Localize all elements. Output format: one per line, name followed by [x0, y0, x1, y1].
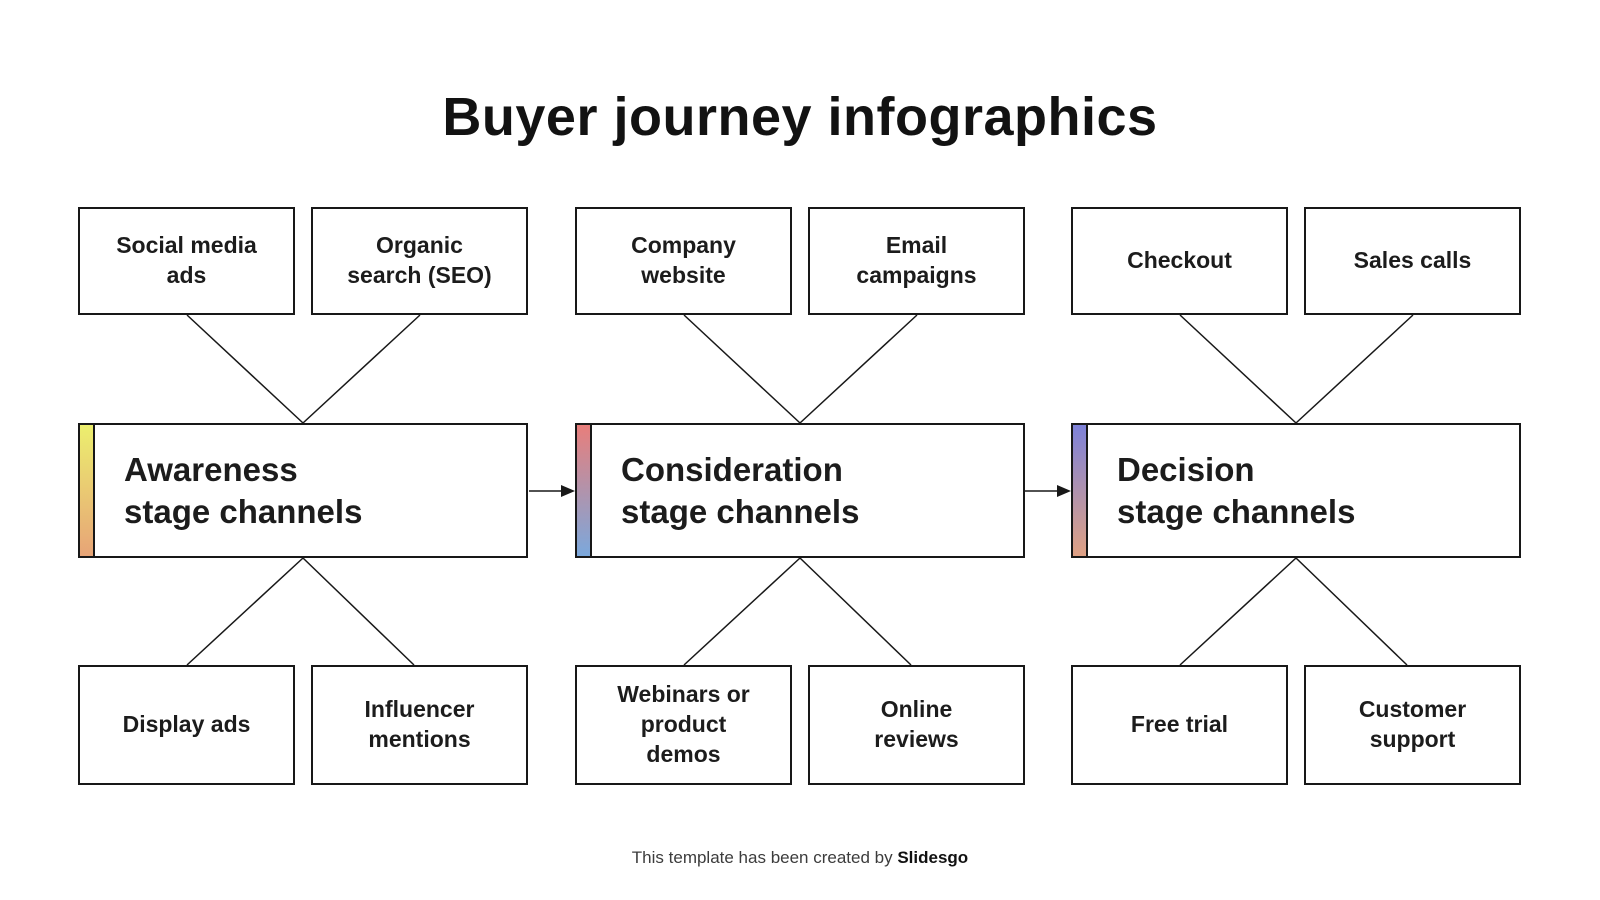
gradient-strip	[80, 425, 95, 556]
footer-credit: This template has been created by Slides…	[0, 848, 1600, 868]
connector-line	[186, 314, 304, 424]
stage-label: Decision stage channels	[1117, 450, 1356, 530]
connector-line	[1295, 314, 1414, 424]
channel-box-email-campaigns: Email campaigns	[808, 207, 1025, 315]
channel-box-social-media-ads: Social media ads	[78, 207, 295, 315]
arrow-head-icon	[561, 485, 575, 497]
channel-box-webinars-demos: Webinars or product demos	[575, 665, 792, 785]
gradient-strip	[577, 425, 592, 556]
connector-line	[683, 557, 801, 666]
channel-box-influencer-mentions: Influencer mentions	[311, 665, 528, 785]
stage-box-decision: Decision stage channels	[1071, 423, 1521, 558]
stage-box-consideration: Consideration stage channels	[575, 423, 1025, 558]
footer-brand: Slidesgo	[897, 848, 969, 867]
channel-box-organic-search: Organic search (SEO)	[311, 207, 528, 315]
channel-label: Free trial	[1130, 711, 1229, 738]
channel-label: Online reviews	[874, 696, 959, 752]
channel-box-sales-calls: Sales calls	[1304, 207, 1521, 315]
footer-text: This template has been created by	[631, 848, 898, 867]
channel-label: Sales calls	[1353, 247, 1472, 274]
channel-box-customer-support: Customer support	[1304, 665, 1521, 785]
channel-label: Organic search (SEO)	[347, 232, 492, 288]
connector-line	[302, 314, 421, 424]
channel-box-display-ads: Display ads	[78, 665, 295, 785]
connector-line	[1179, 557, 1297, 666]
stage-label: Consideration stage channels	[621, 450, 860, 530]
stage-box-awareness: Awareness stage channels	[78, 423, 528, 558]
channel-label: Display ads	[122, 711, 251, 738]
channel-label: Company website	[631, 232, 736, 288]
channel-label: Social media ads	[116, 232, 257, 288]
channel-box-free-trial: Free trial	[1071, 665, 1288, 785]
connector-line	[186, 557, 304, 666]
channel-label: Customer support	[1358, 696, 1467, 752]
channel-label: Webinars or product demos	[617, 681, 750, 767]
connector-line	[799, 557, 912, 666]
connector-line	[799, 314, 918, 424]
connector-line	[302, 557, 415, 666]
stage-label: Awareness stage channels	[124, 450, 363, 530]
connector-line	[683, 314, 801, 424]
channel-box-checkout: Checkout	[1071, 207, 1288, 315]
channel-label: Email campaigns	[856, 232, 977, 288]
channel-box-online-reviews: Online reviews	[808, 665, 1025, 785]
page-title: Buyer journey infographics	[442, 87, 1158, 147]
gradient-strip	[1073, 425, 1088, 556]
arrow-head-icon	[1057, 485, 1071, 497]
connector-line	[1179, 314, 1297, 424]
channel-box-company-website: Company website	[575, 207, 792, 315]
channel-label: Influencer mentions	[364, 696, 475, 752]
channel-label: Checkout	[1127, 247, 1232, 274]
connector-line	[1295, 557, 1408, 666]
